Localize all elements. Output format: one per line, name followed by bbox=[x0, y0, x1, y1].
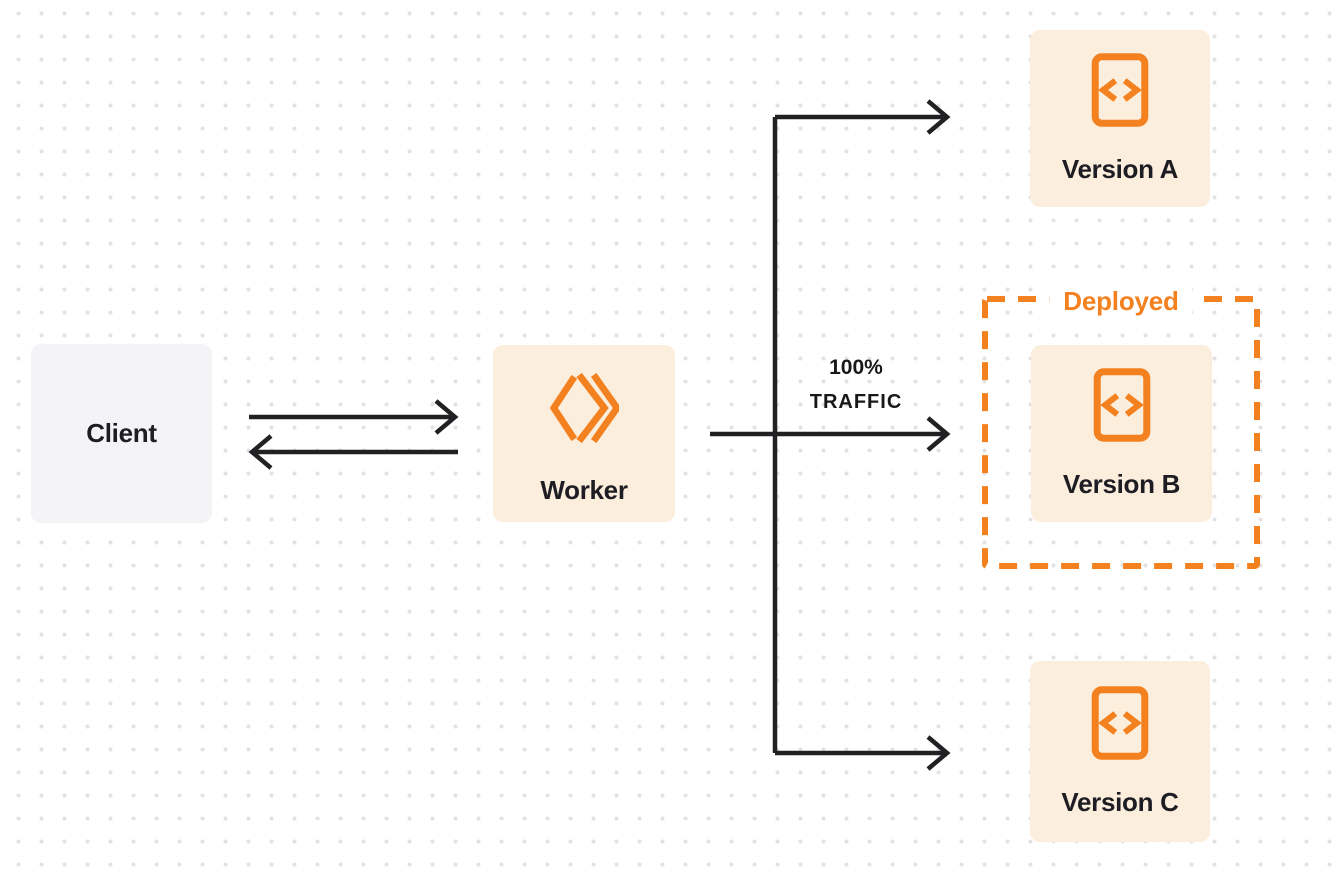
version-c-arrowhead-icon bbox=[926, 735, 951, 771]
traffic-word-text: TRAFFIC bbox=[809, 391, 903, 413]
worker-to-client-arrowhead-icon bbox=[248, 434, 273, 470]
traffic-percent-text: 100% bbox=[829, 356, 883, 379]
code-file-icon bbox=[1091, 52, 1149, 128]
code-file-icon bbox=[1093, 367, 1151, 443]
client-to-worker-arrowhead-icon bbox=[434, 399, 459, 435]
version-c-label: Version C bbox=[1061, 787, 1179, 817]
workers-logo-icon bbox=[549, 373, 619, 443]
code-file-icon bbox=[1091, 685, 1149, 761]
worker-label: Worker bbox=[540, 475, 628, 505]
version-a-arrowhead-icon bbox=[926, 99, 951, 135]
worker-node: Worker bbox=[493, 345, 675, 522]
traffic-annotation: 100% TRAFFIC bbox=[810, 350, 903, 420]
version-a-label: Version A bbox=[1061, 154, 1179, 184]
version-b-arrowhead-icon bbox=[926, 416, 951, 452]
client-node: Client bbox=[31, 344, 212, 523]
version-c-node: Version C bbox=[1030, 661, 1210, 842]
client-label: Client bbox=[86, 418, 157, 448]
version-b-node: Version B bbox=[1031, 345, 1212, 522]
version-a-node: Version A bbox=[1030, 30, 1210, 207]
version-b-label: Version B bbox=[1062, 469, 1181, 499]
deployed-badge: Deployed bbox=[1049, 284, 1193, 318]
